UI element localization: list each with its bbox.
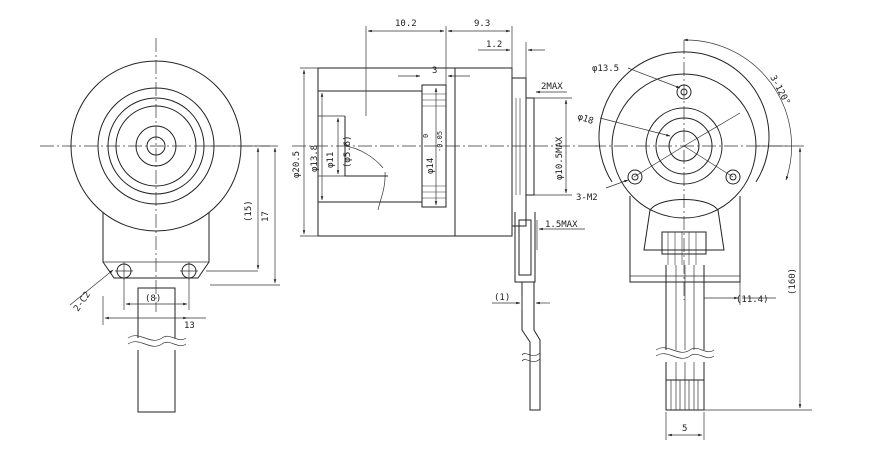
dim-2max: 2MAX [541,82,563,92]
dim-15: (15) [244,200,254,222]
dim-1-5max: 1.5MAX [545,220,578,230]
dim-3m2: 3-M2 [576,193,598,203]
side-view: 10.2 9.3 1.2 3 2MAX φ20.5 φ13.8 φ11 (φ5.… [292,19,600,411]
dim-dia11: φ11 [326,152,336,168]
dim-9-3: 9.3 [474,19,490,29]
dim-160: (160) [788,268,798,295]
front-view: (15) 17 (8) 13 2-C2 [40,38,280,413]
dim-3x120: 3-120° [767,74,791,107]
dim-8: (8) [145,294,161,304]
dim-dia10-5max: φ10.5MAX [555,136,565,180]
dim-tol-lower: -0.05 [436,131,444,152]
dim-13: 13 [184,321,195,331]
dim-dia20-5: φ20.5 [292,151,302,178]
dim-3: 3 [432,66,437,76]
dim-2c2: 2-C2 [72,290,93,314]
dim-dia13-5: φ13.5 [592,64,619,74]
dim-1-2: 1.2 [486,40,502,50]
dim-5: 5 [682,424,687,434]
dim-dia5-6: (φ5.6) [343,135,353,168]
rear-view: φ13.5 φ18 3-M2 3-120° (160) (11.4) 5 [576,38,812,440]
dim-10-2: 10.2 [395,19,417,29]
dim-11-4: (11.4) [736,295,769,305]
dim-dia18: φ18 [576,112,595,127]
dim-1: (1) [494,293,510,303]
dim-17: 17 [261,211,271,222]
dim-dia14: φ14 [426,158,436,174]
dim-dia13-8: φ13.8 [310,145,320,172]
dim-tol-upper: 0 [422,134,430,138]
